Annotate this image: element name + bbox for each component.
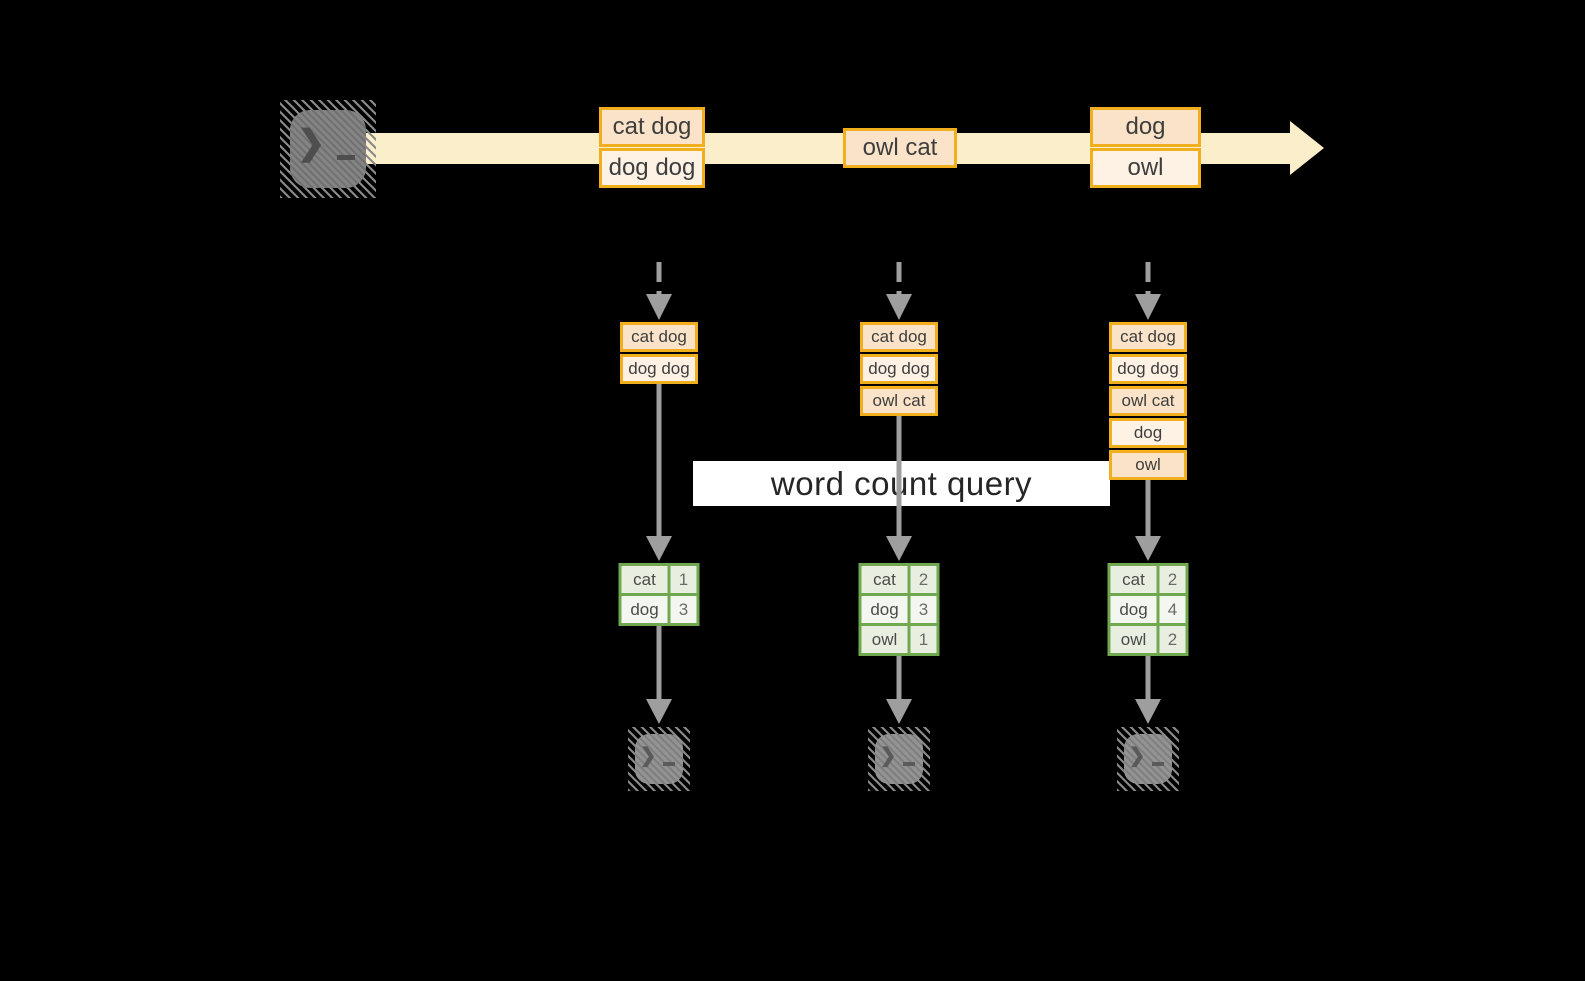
flow-arrows xyxy=(1135,262,1161,724)
prompt-cursor-icon xyxy=(1152,762,1165,766)
count-value: 1 xyxy=(907,626,937,653)
stream-batch: owl cat xyxy=(843,128,957,168)
count-value: 1 xyxy=(667,566,697,593)
count-value: 2 xyxy=(1156,566,1186,593)
stream-record: owl xyxy=(1090,148,1201,188)
prompt-chevron-icon: ❯ xyxy=(296,124,326,162)
stacked-record: owl cat xyxy=(1109,386,1187,416)
prompt-cursor-icon xyxy=(903,762,916,766)
stacked-record: dog dog xyxy=(1109,354,1187,384)
stacked-record: dog dog xyxy=(620,354,698,384)
count-word: cat xyxy=(861,566,908,593)
terminal-body: ❯ xyxy=(875,734,923,784)
count-word: dog xyxy=(861,596,908,623)
stream-record: dog dog xyxy=(599,148,705,188)
count-word: owl xyxy=(1110,626,1157,653)
count-word: owl xyxy=(861,626,908,653)
stacked-record: owl cat xyxy=(860,386,938,416)
prompt-cursor-icon xyxy=(337,154,356,160)
count-word: cat xyxy=(621,566,668,593)
stacked-record: cat dog xyxy=(1109,322,1187,352)
terminal-body: ❯ xyxy=(290,110,366,188)
sink-terminal-icon: ❯ xyxy=(628,727,690,791)
prompt-chevron-icon: ❯ xyxy=(639,744,657,767)
stream-record: owl cat xyxy=(843,128,957,168)
count-value: 3 xyxy=(667,596,697,623)
stacked-record: dog xyxy=(1109,418,1187,448)
count-value: 2 xyxy=(1156,626,1186,653)
flow-arrows xyxy=(886,262,912,724)
prompt-chevron-icon: ❯ xyxy=(879,744,897,767)
count-word: dog xyxy=(621,596,668,623)
prompt-chevron-icon: ❯ xyxy=(1128,744,1146,767)
terminal-body: ❯ xyxy=(1124,734,1172,784)
stream-record: cat dog xyxy=(599,107,705,147)
count-word: dog xyxy=(1110,596,1157,623)
stacked-record: cat dog xyxy=(860,322,938,352)
count-value: 2 xyxy=(907,566,937,593)
stream-record: dog xyxy=(1090,107,1201,147)
terminal-body: ❯ xyxy=(635,734,683,784)
stream-arrow-head-icon xyxy=(1290,121,1324,175)
count-value: 4 xyxy=(1156,596,1186,623)
sink-terminal-icon: ❯ xyxy=(1117,727,1179,791)
prompt-cursor-icon xyxy=(663,762,676,766)
stacked-record: dog dog xyxy=(860,354,938,384)
count-value: 3 xyxy=(907,596,937,623)
stacked-record: owl xyxy=(1109,450,1187,480)
count-word: cat xyxy=(1110,566,1157,593)
sink-terminal-icon: ❯ xyxy=(868,727,930,791)
flow-arrows xyxy=(646,262,672,724)
source-terminal-icon: ❯ xyxy=(280,100,376,198)
stacked-record: cat dog xyxy=(620,322,698,352)
